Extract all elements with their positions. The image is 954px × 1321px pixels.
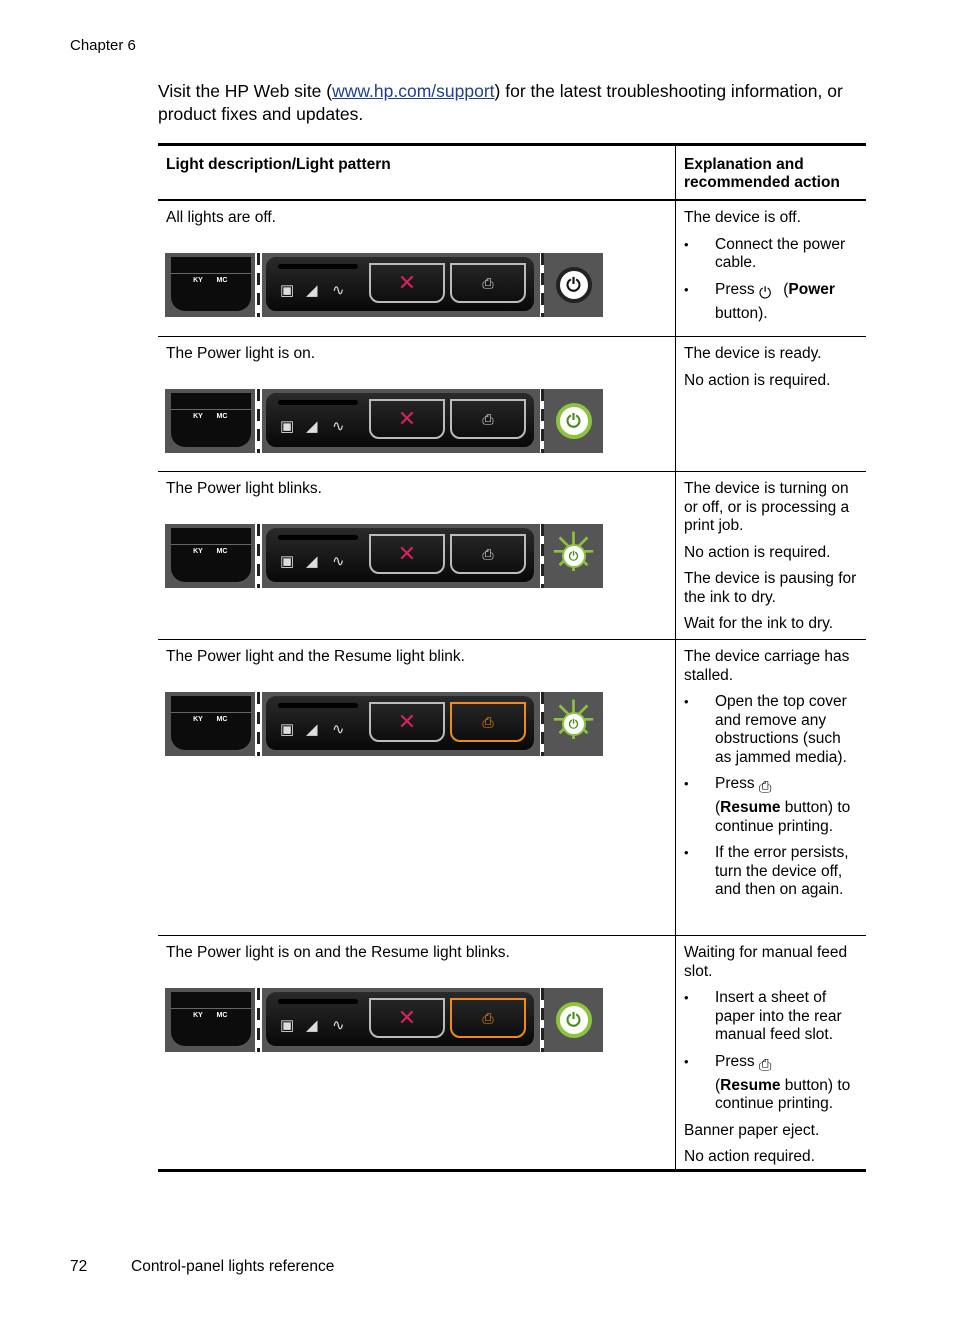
resume-button-icon: ⎙ [758, 1056, 772, 1074]
explanation-text: The device is off. [684, 209, 801, 226]
resume-button: ⎙ [450, 263, 526, 303]
light-description: The Power light is on. [166, 345, 316, 362]
cancel-button: ✕ [369, 702, 445, 742]
lights-table: Light description/Light pattern Explanat… [158, 143, 866, 1172]
resume-button-blinking: ⎙ [450, 702, 526, 742]
paper-error-icon: ▣ [280, 282, 295, 299]
header-explanation: Explanation and recommended action [684, 156, 840, 191]
chapter-label: Chapter 6 [70, 37, 136, 54]
cancel-button: ✕ [369, 534, 445, 574]
intro-paragraph: Visit the HP Web site (www.hp.com/suppor… [158, 80, 868, 126]
cancel-button: ✕ [369, 263, 445, 303]
light-description: The Power light and the Resume light bli… [166, 648, 465, 665]
control-panel-all-off: KY MC ▣ ◢ ∿ ✕ ⎙ ⏻ [165, 253, 603, 317]
section-title: Control-panel lights reference [131, 1258, 335, 1275]
table-row: All lights are off. KY MC ▣ ◢ ∿ ✕ ⎙ ⏻ The d… [158, 201, 866, 337]
table-row: The Power light and the Resume light bli… [158, 640, 866, 936]
bullet-item: Press ⎙(Resume button) to continue print… [684, 1053, 858, 1114]
resume-button: ⎙ [450, 534, 526, 574]
bullet-item: If the error persists, turn the device o… [684, 844, 858, 900]
power-blinking-icon: ⏻ [561, 712, 586, 736]
power-icon: ⏻ [555, 403, 592, 439]
table-header-row: Light description/Light pattern Explanat… [158, 146, 866, 201]
cancel-button: ✕ [369, 998, 445, 1038]
explanation-text: The device is ready. [684, 345, 822, 362]
explanation-text: No action is required. [684, 371, 831, 389]
cancel-button: ✕ [369, 399, 445, 439]
light-description: The Power light blinks. [166, 480, 322, 497]
bullet-item: Press ⎙(Resume button) to continue print… [684, 775, 858, 836]
bullet-item: Open the top cover and remove any obstru… [684, 693, 858, 767]
bullet-item: Connect the power cable. [684, 236, 858, 273]
light-description: All lights are off. [166, 209, 276, 226]
resume-button-blinking: ⎙ [450, 998, 526, 1038]
power-icon: ⏻ [555, 267, 592, 303]
power-blinking-icon: ⏻ [561, 544, 586, 568]
intro-text-end: ) for the latest troubleshooting informa… [158, 81, 843, 124]
bullet-item: Press ⏻ (Power button). [684, 281, 858, 324]
power-button-icon: ⏻ [758, 284, 772, 302]
resume-button-icon: ⎙ [758, 779, 772, 796]
page-number: 72 [70, 1258, 88, 1275]
bullet-item: Insert a sheet of paper into the rear ma… [684, 989, 858, 1045]
carriage-icon: ∿ [332, 282, 345, 299]
table-row: The Power light is on and the Resume lig… [158, 936, 866, 1169]
hp-support-link[interactable]: www.hp.com/support [332, 81, 495, 101]
power-icon: ⏻ [555, 1002, 592, 1038]
header-light-description: Light description/Light pattern [158, 146, 676, 199]
door-open-icon: ◢ [306, 282, 318, 299]
cartridge-ky-icon: KY [193, 277, 203, 284]
light-description: The Power light is on and the Resume lig… [166, 944, 510, 961]
resume-button: ⎙ [450, 399, 526, 439]
intro-text: Visit the HP Web site ( [158, 81, 333, 101]
cartridge-mc-icon: MC [216, 277, 228, 284]
